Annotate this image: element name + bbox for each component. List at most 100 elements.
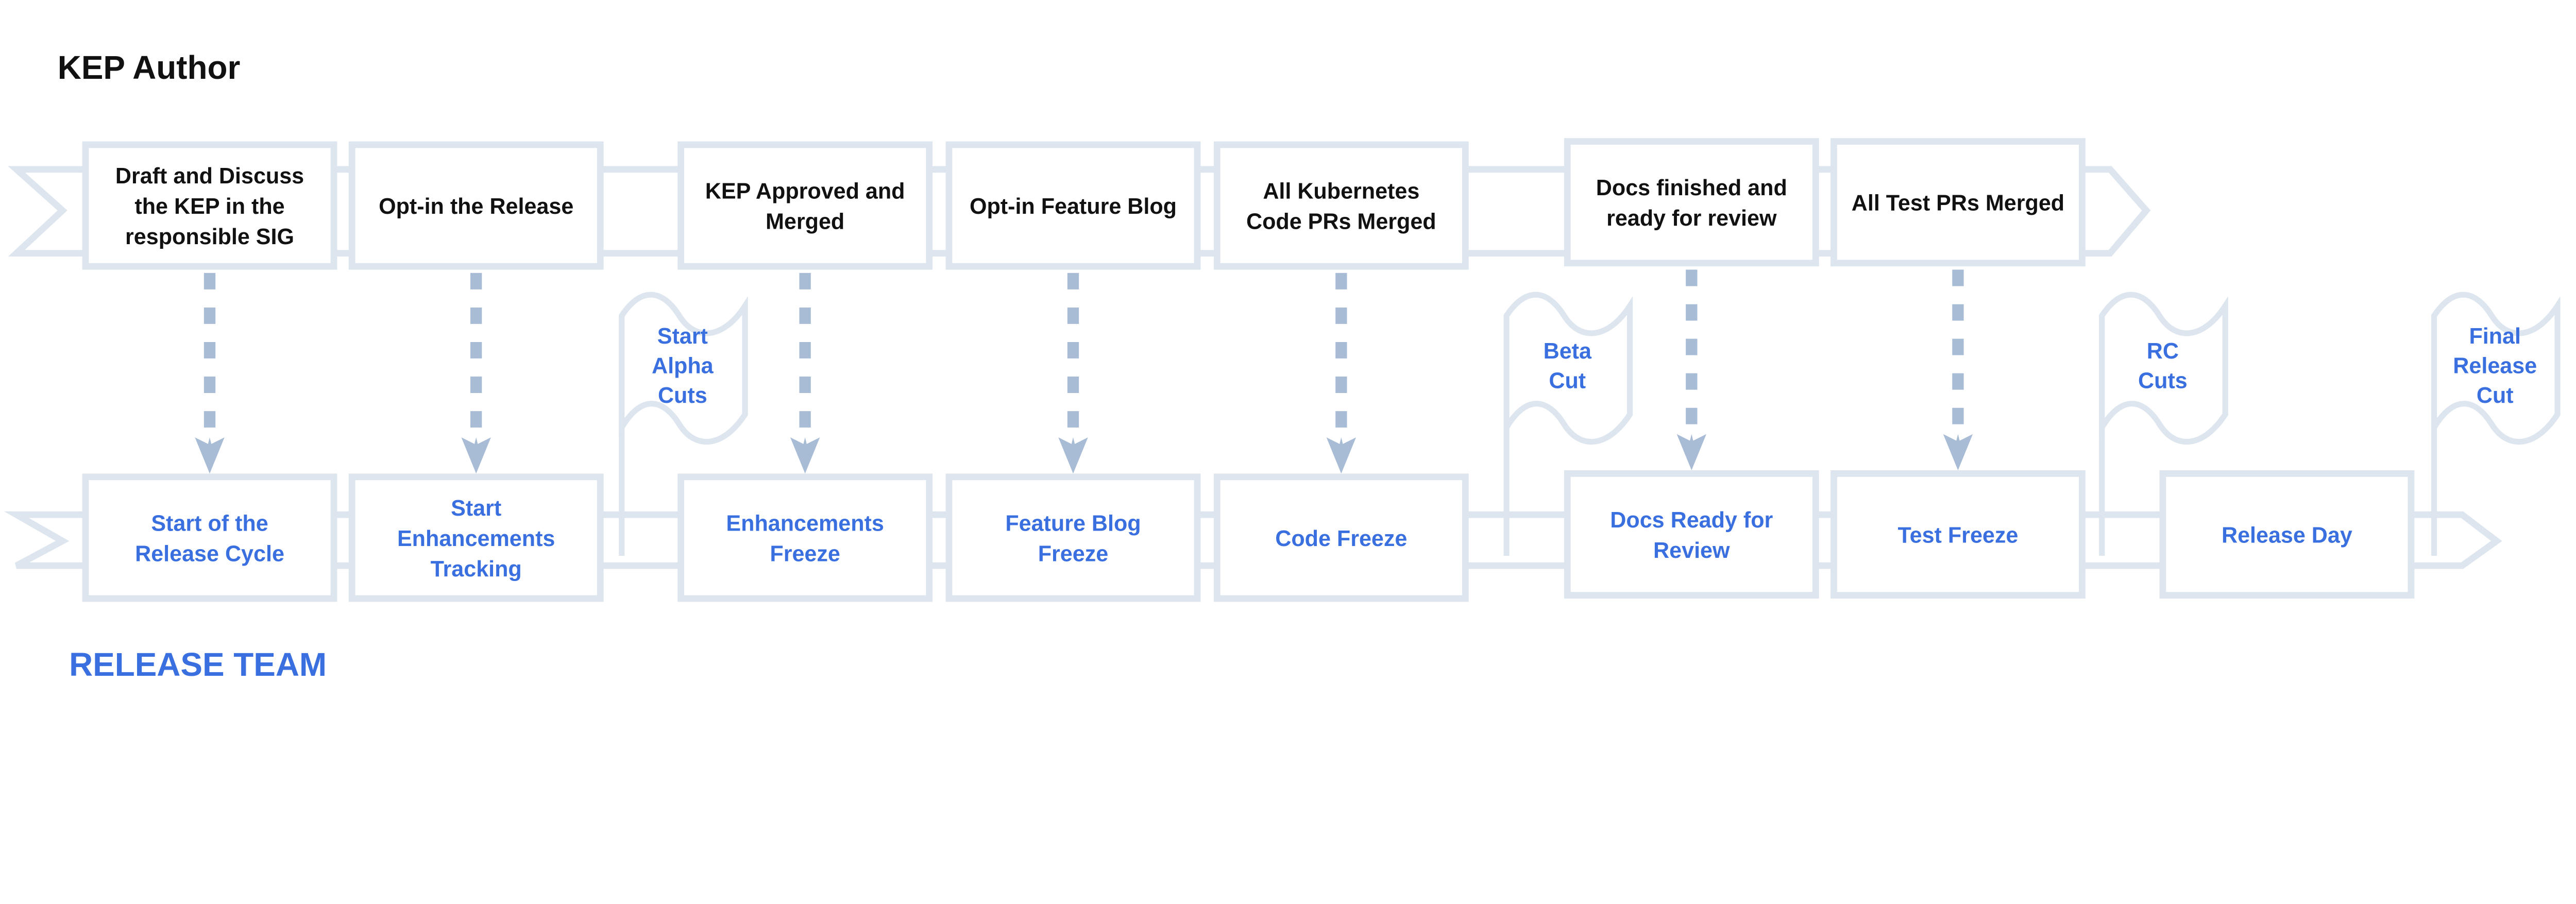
flag-label-line: RC: [2147, 339, 2179, 364]
author-step-label-line: KEP Approved and: [705, 179, 905, 203]
release-step-label-line: Code Freeze: [1275, 526, 1407, 551]
author-timeline-ribbon: [8, 166, 2151, 257]
flag-label-line: Cut: [1549, 368, 1586, 393]
author-step-label-line: Docs finished and: [1596, 176, 1787, 200]
release-step-label-line: Feature Blog: [1005, 511, 1141, 536]
author-step-label-line: Code PRs Merged: [1246, 210, 1436, 234]
author-step-box: [348, 141, 604, 270]
arrow-head-icon: [461, 437, 491, 474]
arrow-head-icon: [195, 437, 225, 474]
author-step-label: All Test PRs Merged: [1852, 191, 2064, 216]
flag-banner: [1503, 292, 1633, 445]
flag-banner: [619, 292, 748, 445]
flag-label-line: Final: [2469, 324, 2521, 349]
author-step: Opt-in the Release: [348, 141, 604, 270]
release-step-label-line: Tracking: [431, 557, 522, 582]
author-step-label: Opt-in the Release: [379, 194, 573, 219]
release-step-label-line: Enhancements: [726, 511, 884, 536]
author-step-box: [1213, 141, 1469, 270]
release-step-box: [677, 473, 933, 602]
author-step-label-line: Opt-in Feature Blog: [970, 194, 1177, 219]
dependency-arrow: [790, 272, 820, 474]
arrows-layer: [195, 269, 1973, 474]
author-step-label-line: ready for review: [1606, 206, 1777, 231]
dependency-arrow: [1676, 269, 1707, 470]
release-step-label-line: Enhancements: [397, 526, 555, 551]
arrow-head-icon: [1676, 434, 1707, 470]
release-timeline-ribbon: [4, 511, 2502, 569]
flag-banner: [2099, 292, 2228, 445]
release-step: Release Day: [2159, 470, 2415, 599]
release-step-label-line: Docs Ready for: [1610, 508, 1773, 533]
arrow-head-icon: [1943, 434, 1973, 470]
release-step-box: [1213, 473, 1469, 602]
dependency-arrow: [1058, 272, 1088, 474]
author-step-label-line: Opt-in the Release: [379, 194, 573, 219]
author-step-box: [1831, 138, 2086, 267]
author-step: All Test PRs Merged: [1831, 138, 2086, 267]
arrow-head-icon: [1326, 437, 1357, 474]
release-step-box: [945, 473, 1201, 602]
release-step-box: [82, 473, 337, 602]
release-step-label: Test Freeze: [1898, 523, 2019, 548]
release-step-label: Code Freeze: [1275, 526, 1407, 551]
release-step-box: [348, 473, 604, 602]
flag-label-line: Start: [657, 324, 708, 349]
release-step-label-line: Freeze: [1038, 541, 1108, 566]
author-step-label-line: All Kubernetes: [1263, 179, 1419, 203]
dependency-arrow: [1326, 272, 1357, 474]
author-step: Opt-in Feature Blog: [945, 141, 1201, 270]
author-step-box: [82, 141, 337, 270]
author-step-label-line: Draft and Discuss: [115, 164, 304, 189]
release-step-label-line: Test Freeze: [1898, 523, 2019, 548]
release-step-label-line: Review: [1653, 538, 1730, 563]
arrow-head-icon: [790, 437, 820, 474]
flag-label-line: Alpha: [652, 354, 714, 379]
release-step-label-line: Start of the: [151, 511, 268, 536]
author-step-label: Opt-in Feature Blog: [970, 194, 1177, 219]
dependency-arrow: [461, 272, 491, 474]
flag-label-line: Release: [2453, 354, 2537, 379]
release-team-title: RELEASE TEAM: [69, 646, 327, 683]
author-step-label-line: All Test PRs Merged: [1852, 191, 2064, 216]
release-step-label-line: Start: [451, 496, 501, 521]
author-step-box: [1564, 138, 1819, 267]
release-step-box: [1831, 470, 2086, 599]
release-step-label-line: Release Day: [2222, 523, 2352, 548]
author-step-box: [945, 141, 1201, 270]
dependency-arrow: [195, 272, 225, 474]
release-step: Code Freeze: [1213, 473, 1469, 602]
release-step-box: [2159, 470, 2415, 599]
dependency-arrow: [1943, 269, 1973, 470]
release-step-label-line: Freeze: [770, 541, 840, 566]
kep-author-title: KEP Author: [58, 49, 241, 86]
flag-banner: [2431, 292, 2561, 445]
flag-label-line: Beta: [1544, 339, 1592, 364]
author-step-box: [677, 141, 933, 270]
author-step-label-line: the KEP in the: [134, 194, 284, 219]
release-step: Test Freeze: [1831, 470, 2086, 599]
